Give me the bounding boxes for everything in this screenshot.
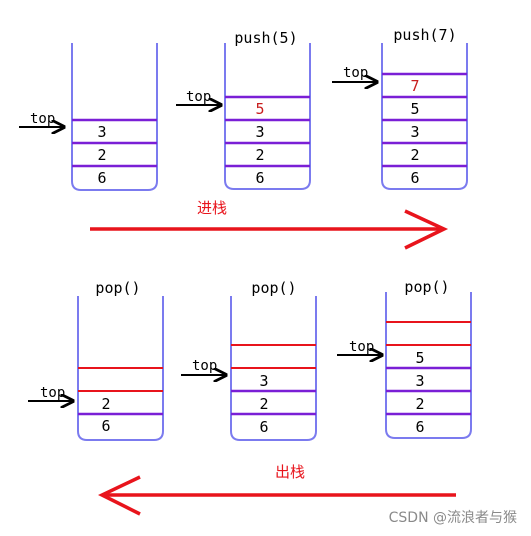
stack-caption: push(7) — [393, 26, 456, 44]
push-label: 进栈 — [197, 199, 227, 217]
stack-value-new: 7 — [410, 77, 419, 95]
top-pointer-label: top — [186, 89, 211, 105]
top-pointer-label: top — [30, 111, 55, 127]
stack-value: 2 — [415, 395, 424, 413]
top-pointer-label: top — [349, 339, 374, 355]
stack-caption: push(5) — [234, 29, 297, 47]
pop-label: 出栈 — [275, 463, 305, 481]
watermark: CSDN @流浪者与猴 — [389, 510, 517, 526]
stack-value: 2 — [255, 146, 264, 164]
stack-value: 5 — [415, 349, 424, 367]
stack-initial: 3 2 6 top — [19, 43, 158, 191]
top-pointer: top — [176, 89, 221, 105]
stack-value: 3 — [259, 372, 268, 390]
stack-value: 6 — [415, 418, 424, 436]
stack-value: 3 — [410, 123, 419, 141]
right-arrow-icon — [90, 209, 449, 250]
stack-value: 3 — [415, 372, 424, 390]
stack-value: 6 — [259, 418, 268, 436]
stack-after-pop-1: pop() 2 6 top — [28, 279, 164, 441]
top-pointer: top — [181, 358, 226, 375]
stack-container — [230, 296, 317, 441]
stack-caption: pop() — [251, 279, 296, 297]
top-pointer: top — [28, 385, 73, 401]
stack-after-push-5: push(5) 5 3 2 6 top — [176, 29, 311, 190]
top-pointer: top — [19, 111, 64, 127]
stack-after-push-7: push(7) 7 5 3 2 6 top — [332, 26, 468, 190]
stack-value: 2 — [410, 146, 419, 164]
stack-caption: pop() — [95, 279, 140, 297]
stack-value: 6 — [101, 417, 110, 435]
stack-value: 6 — [255, 169, 264, 187]
stack-after-pop-3: pop() 5 3 2 6 top — [337, 278, 472, 439]
stack-container — [77, 296, 164, 441]
stack-container — [381, 43, 468, 190]
push-direction: 进栈 — [90, 199, 449, 250]
stack-container — [224, 43, 311, 190]
stack-after-pop-2: pop() 3 2 6 top — [181, 279, 317, 441]
stack-value: 3 — [97, 123, 106, 141]
stack-value-new: 5 — [255, 100, 264, 118]
top-pointer: top — [337, 339, 382, 355]
stack-caption: pop() — [404, 278, 449, 296]
stack-value: 2 — [259, 395, 268, 413]
top-pointer-label: top — [40, 385, 65, 401]
top-pointer: top — [332, 65, 377, 82]
stack-value: 3 — [255, 123, 264, 141]
top-pointer-label: top — [343, 65, 368, 81]
stack-container — [71, 43, 158, 191]
top-pointer-label: top — [192, 358, 217, 374]
stack-value: 6 — [410, 169, 419, 187]
stack-container — [385, 292, 472, 439]
left-arrow-icon — [98, 475, 456, 516]
stack-value: 6 — [97, 169, 106, 187]
stack-value: 2 — [97, 146, 106, 164]
stack-value: 2 — [101, 395, 110, 413]
pop-direction: 出栈 — [98, 463, 456, 516]
stack-value: 5 — [410, 100, 419, 118]
